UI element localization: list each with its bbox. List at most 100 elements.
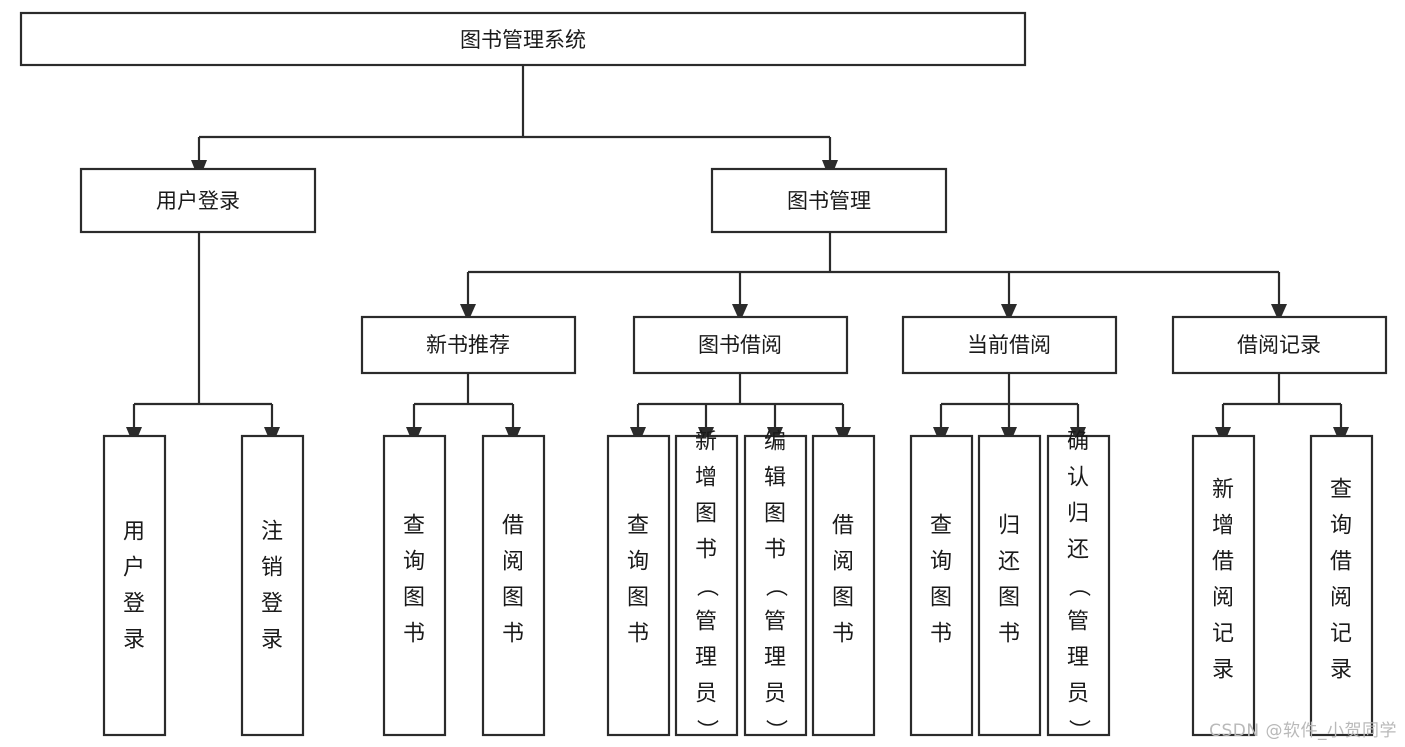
vertical-label-char: 图 [930, 586, 952, 611]
vertical-label-char: 图 [403, 586, 425, 611]
vertical-label-char: 还 [1067, 538, 1089, 563]
edge-userlogin-to-leaves-bus [132, 232, 274, 427]
node-new-recommend-box[interactable] [360, 315, 577, 375]
leaf-query-record-box[interactable] [1309, 434, 1374, 737]
leaf-borrow-book-1-box[interactable] [481, 434, 546, 737]
vertical-label-char: 图 [502, 586, 524, 611]
node-borrow-history[interactable]: 借阅记录 [1171, 315, 1388, 375]
node-book-borrow-box[interactable] [632, 315, 849, 375]
vertical-label-char: 录 [1212, 658, 1234, 683]
vertical-label-char: 查 [1330, 478, 1352, 503]
vertical-label-char: 图 [764, 502, 786, 527]
vertical-label-char: 员 [1067, 682, 1089, 707]
vertical-label-char: 员 [695, 682, 717, 707]
node-layer: 图书管理系统 用户登录 图书管理 新书推荐 图书借阅 [19, 11, 1388, 742]
node-current-borrow-box[interactable] [901, 315, 1118, 375]
leaf-user-login-box[interactable] [102, 434, 167, 737]
csdn-watermark: CSDN @软件_小贺同学 [1209, 721, 1397, 741]
leaf-query-book-2-box[interactable] [606, 434, 671, 737]
edge-borrow-to-leaves-bus [636, 373, 845, 427]
node-book-manage-box[interactable] [710, 167, 948, 234]
leaf-borrow-book-2-box[interactable] [811, 434, 876, 737]
leaf-query-book-3-box[interactable] [909, 434, 974, 737]
node-new-recommend[interactable]: 新书推荐 [360, 315, 577, 375]
vertical-label-char: 借 [502, 514, 524, 539]
node-current-borrow-label: 当前借阅 [967, 333, 1051, 357]
vertical-label-char: 书 [832, 622, 854, 647]
leaf-edit-book-box[interactable] [743, 434, 808, 737]
vertical-label-char: 查 [930, 514, 952, 539]
vertical-label-char: 借 [1212, 550, 1234, 575]
vertical-label-char: ） [694, 719, 719, 741]
vertical-label-char: 增 [1212, 514, 1234, 539]
leaf-confirm-return-box[interactable] [1046, 434, 1111, 737]
vertical-label-char: 图 [627, 586, 649, 611]
vertical-label-char: 阅 [832, 550, 854, 575]
node-user-login-box[interactable] [79, 167, 317, 234]
node-user-login[interactable]: 用户登录 [79, 167, 317, 234]
vertical-label-char: ） [1066, 719, 1091, 741]
vertical-label-char: 阅 [502, 550, 524, 575]
vertical-label-char: 理 [1067, 646, 1089, 671]
node-book-manage[interactable]: 图书管理 [710, 167, 948, 234]
vertical-label-char: 录 [123, 628, 145, 653]
node-root[interactable]: 图书管理系统 [19, 11, 1027, 67]
leaf-add-book-box[interactable] [674, 434, 739, 737]
vertical-label-char: 理 [695, 646, 717, 671]
node-current-borrow[interactable]: 当前借阅 [901, 315, 1118, 375]
node-root-label: 图书管理系统 [460, 28, 586, 52]
leaf-add-record-box[interactable] [1191, 434, 1256, 737]
vertical-label-char: 管 [695, 610, 717, 635]
vertical-label-char: 辑 [764, 466, 786, 491]
node-root-box[interactable] [19, 11, 1027, 67]
vertical-label-char: 登 [123, 592, 145, 617]
vertical-label-char: 书 [627, 622, 649, 647]
vertical-label-char: 借 [832, 514, 854, 539]
node-borrow-history-label: 借阅记录 [1237, 333, 1321, 357]
vertical-label-char: ） [763, 719, 788, 741]
vertical-label-char: 用 [123, 520, 145, 545]
vertical-label-char: 归 [998, 514, 1020, 539]
node-borrow-history-box[interactable] [1171, 315, 1388, 375]
vertical-label-char: 图 [695, 502, 717, 527]
vertical-label-char: 新 [1212, 478, 1234, 503]
leaf-user-login[interactable]: 用户登录 [102, 434, 167, 737]
vertical-label-char: 书 [998, 622, 1020, 647]
vertical-label-char: 归 [1067, 502, 1089, 527]
vertical-label-char: 增 [695, 466, 717, 491]
vertical-label-char: 查 [627, 514, 649, 539]
leaf-query-book-1-box[interactable] [382, 434, 447, 737]
edge-root-to-level2-bus [197, 65, 832, 160]
leaf-return-book-box[interactable] [977, 434, 1042, 737]
leaf-logout-box[interactable] [240, 434, 305, 737]
edge-newrec-to-leaves-bus [412, 373, 515, 427]
vertical-label-char: 管 [1067, 610, 1089, 635]
node-book-borrow[interactable]: 图书借阅 [632, 315, 849, 375]
vertical-label-char: 户 [123, 556, 145, 581]
node-new-recommend-label: 新书推荐 [426, 333, 510, 357]
vertical-label-char: 记 [1212, 622, 1234, 647]
